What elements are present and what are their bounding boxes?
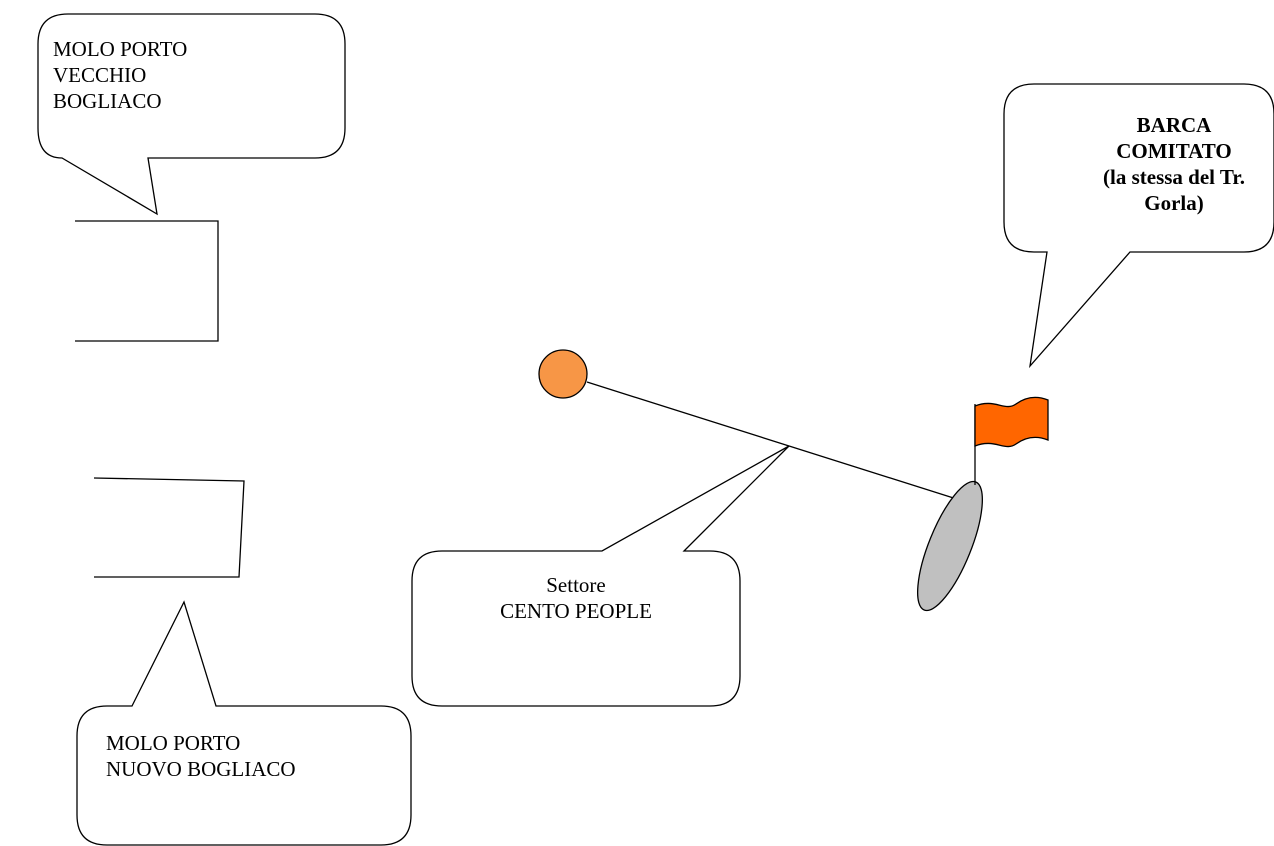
callout-barca-comitato [1003, 83, 1274, 369]
label-line: NUOVO BOGLIACO [106, 757, 296, 781]
start-line [586, 381, 964, 502]
label-line: (la stessa del Tr. [1103, 165, 1245, 189]
molo-porto-nuovo-outline [93, 477, 245, 578]
label-barca-comitato: BARCA COMITATO (la stessa del Tr. Gorla) [1076, 112, 1272, 216]
callout-molo-porto-vecchio [37, 13, 346, 216]
label-line: Gorla) [1144, 191, 1204, 215]
label-line: MOLO PORTO [106, 731, 241, 755]
buoy-mark [538, 349, 588, 399]
label-line: COMITATO [1116, 139, 1232, 163]
label-line: CENTO PEOPLE [500, 599, 652, 623]
label-settore-cento-people: Settore CENTO PEOPLE [413, 572, 739, 624]
label-line: Settore [546, 573, 606, 597]
label-line: BARCA [1136, 113, 1212, 137]
flag-icon [974, 396, 1049, 448]
callout-settore-cento-people [411, 445, 790, 707]
committee-boat [916, 480, 984, 612]
label-molo-porto-nuovo: MOLO PORTO NUOVO BOGLIACO [106, 730, 296, 782]
callout-molo-porto-nuovo [76, 600, 412, 846]
molo-porto-vecchio-outline [75, 220, 219, 342]
label-molo-porto-vecchio: MOLO PORTO VECCHIO BOGLIACO [53, 36, 187, 114]
label-line: VECCHIO [53, 63, 147, 87]
label-line: BOGLIACO [53, 89, 162, 113]
label-line: MOLO PORTO [53, 37, 188, 61]
